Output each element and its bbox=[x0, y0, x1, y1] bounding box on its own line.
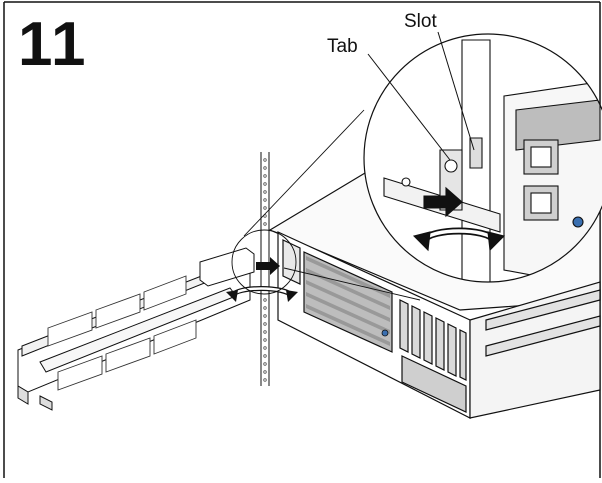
callout-leaders bbox=[367, 31, 475, 161]
detail-inset bbox=[363, 33, 602, 283]
cable-management-arm bbox=[17, 247, 255, 411]
callout-tab-label: Tab bbox=[327, 36, 358, 57]
rotate-arrow-icon bbox=[226, 286, 298, 302]
callout-slot-label: Slot bbox=[404, 11, 437, 32]
expansion-slots bbox=[399, 299, 467, 381]
push-arrow-icon bbox=[256, 257, 280, 275]
step-number: 11 bbox=[18, 10, 88, 79]
power-outlet bbox=[523, 139, 559, 221]
zoom-guide-lines bbox=[231, 109, 421, 301]
